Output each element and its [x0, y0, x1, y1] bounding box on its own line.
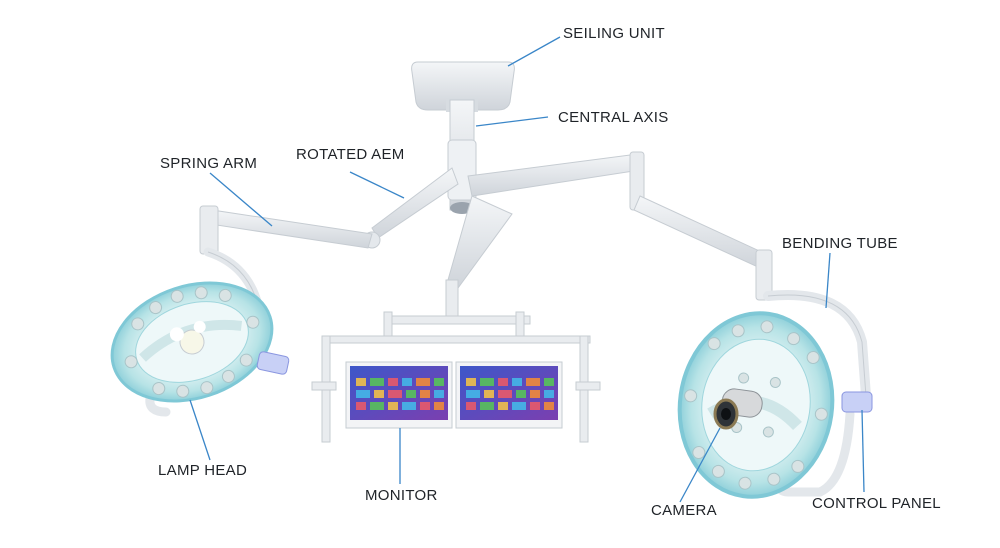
leader-central-axis [475, 116, 549, 127]
rotated-arm [363, 167, 459, 249]
leader-camera [679, 427, 721, 503]
label-bending-tube: BENDING TUBE [782, 235, 898, 252]
label-ceiling-unit: SEILING UNIT [563, 25, 665, 42]
camera [713, 398, 739, 430]
leader-lamp-head [189, 399, 211, 461]
label-central-axis: CENTRAL AXIS [558, 109, 669, 126]
leader-bending-tube [825, 252, 831, 309]
label-monitor: MONITOR [365, 487, 438, 504]
leader-spring-arm [209, 172, 273, 227]
leader-control-panel [861, 409, 865, 493]
rotated-arm-right [467, 151, 773, 301]
control-panel-left [256, 351, 290, 375]
label-lamp-head: LAMP HEAD [158, 462, 248, 479]
leader-ceiling-unit [507, 36, 561, 67]
monitor-left [345, 361, 453, 429]
monitor-arm [311, 195, 601, 443]
label-spring-arm: SPRING ARM [160, 155, 258, 172]
control-panel-right [841, 391, 873, 413]
leader-lines [189, 36, 865, 503]
label-rotated-arm: ROTATED AEM [296, 146, 405, 163]
spring-arm-left [199, 205, 373, 255]
label-camera: CAMERA [651, 502, 717, 519]
lamp-head-left [110, 281, 274, 403]
lamp-head-right [677, 311, 835, 499]
leader-rotated-arm [349, 171, 405, 199]
label-control-panel: CONTROL PANEL [812, 495, 941, 512]
monitor-right [455, 361, 563, 429]
